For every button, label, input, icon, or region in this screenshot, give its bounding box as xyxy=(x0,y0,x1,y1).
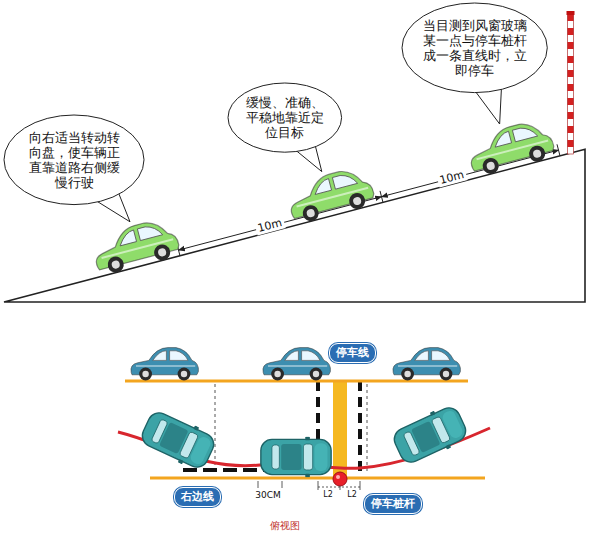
speech-bubble: 向右适当转动转向盘，使车辆正直靠道路右侧缓慢行驶 xyxy=(3,114,145,206)
dimension-label: L2 xyxy=(347,491,357,500)
speech-bubble: 缓慢、准确、平稳地靠近定位目标 xyxy=(227,82,343,153)
bubble-text: 向右适当转动转向盘，使车辆正直靠道路右侧缓慢行驶 xyxy=(24,130,124,190)
bubble-text: 缓慢、准确、平稳地靠近定位目标 xyxy=(245,95,325,140)
bubble-text: 当目测到风窗玻璃某一点与停车桩杆成一条直线时，立即停车 xyxy=(423,18,527,78)
tag-text: 停车桩杆 xyxy=(371,497,415,510)
dimension-label: 10m xyxy=(437,169,468,188)
view-caption: 俯视图 xyxy=(270,520,300,531)
dimension-label: 30CM xyxy=(255,491,281,501)
callout-tag: 右边线 xyxy=(174,487,221,506)
top-view xyxy=(118,348,490,490)
dimension-label: 10m xyxy=(254,217,285,236)
tag-text: 右边线 xyxy=(181,490,214,503)
bubble-ellipse xyxy=(402,3,547,93)
tag-text: 停车线 xyxy=(336,346,369,359)
speech-bubble: 当目测到风窗玻璃某一点与停车桩杆成一条直线时，立即停车 xyxy=(401,2,548,94)
dimension-label: L2 xyxy=(323,491,333,500)
stop-pole xyxy=(568,14,574,154)
bubble-ellipse xyxy=(228,83,342,152)
pole-cap xyxy=(567,11,575,15)
callout-tag: 停车桩杆 xyxy=(364,494,422,513)
callout-tag: 停车线 xyxy=(329,343,376,362)
bubble-ellipse xyxy=(4,115,144,205)
